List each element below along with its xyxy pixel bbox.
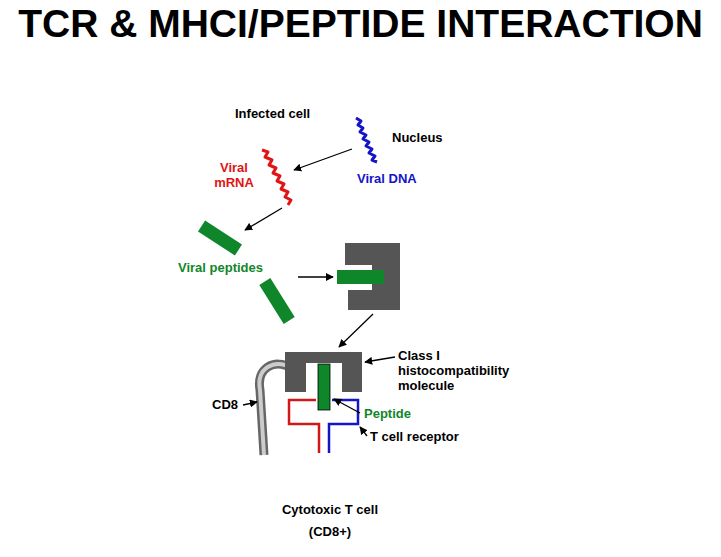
tcr-alpha-chain xyxy=(289,400,319,453)
callout-label: Peptide xyxy=(364,406,411,421)
transport-arrow xyxy=(339,314,373,347)
node-label: Nucleus xyxy=(392,130,443,145)
cytotoxic-t-cell: Cytotoxic T cell (CD8+) xyxy=(170,452,490,557)
leader-line xyxy=(365,357,395,362)
title-text: TCR & MHCI/PEPTIDE INTERACTION xyxy=(18,2,703,45)
cytotoxic-t-cell-body xyxy=(170,452,490,557)
callout-label: Class I histocompatibility molecule xyxy=(398,348,536,393)
viral-mrna-strand xyxy=(262,150,291,205)
infected-cell-outline xyxy=(152,74,548,390)
nucleus-outline xyxy=(318,100,438,220)
nucleus-body xyxy=(318,100,438,220)
leader-line xyxy=(334,399,360,413)
callout-label: CD8 xyxy=(212,397,238,412)
tcr-beta-chain xyxy=(329,400,358,453)
node-label: (CD8+) xyxy=(170,524,490,539)
diagram-title: TCR & MHCI/PEPTIDE INTERACTION xyxy=(0,2,721,46)
molecule-label: Viral peptides xyxy=(178,260,263,275)
node-label: Viral DNA xyxy=(357,171,417,186)
translation-arrow xyxy=(245,208,282,230)
molecule-label: Viral mRNA xyxy=(208,160,260,190)
callout-label: T cell receptor xyxy=(370,429,459,444)
viral-peptide xyxy=(198,221,242,256)
node-label: Infected cell xyxy=(235,106,310,121)
nucleus: NucleusViral DNA xyxy=(318,100,438,220)
leader-line xyxy=(360,427,367,436)
infected-cell: Infected cellNucleusViral DNA xyxy=(152,74,548,390)
presented-peptide xyxy=(318,364,330,410)
node-label: Cytotoxic T cell xyxy=(170,502,490,517)
infected-cell-body xyxy=(152,74,548,390)
viral-peptide xyxy=(259,278,294,324)
viral-dna-strand xyxy=(356,118,377,162)
loading-arrow xyxy=(298,276,333,277)
transcription-arrow xyxy=(294,149,352,170)
bound-peptide xyxy=(337,270,384,284)
leader-line xyxy=(243,402,257,405)
